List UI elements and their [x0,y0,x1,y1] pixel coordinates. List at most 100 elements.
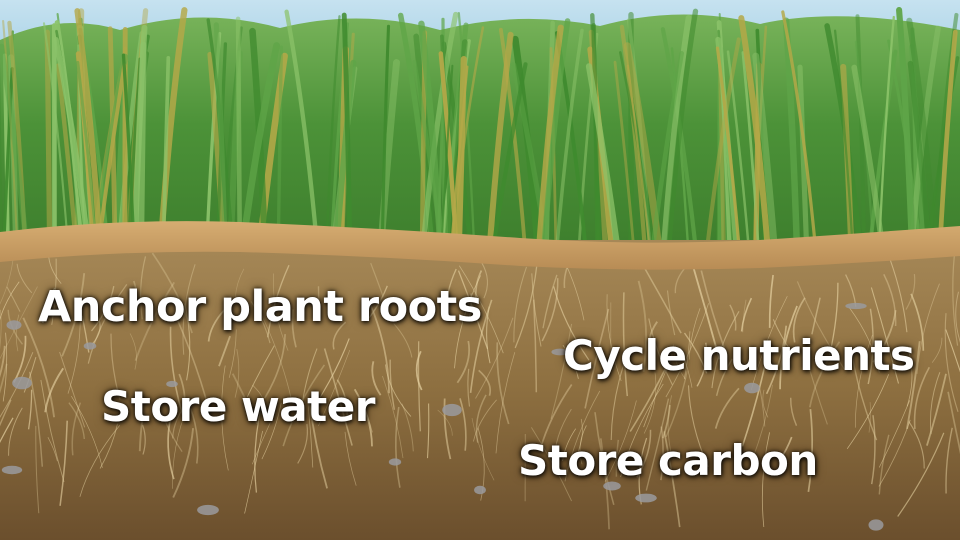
root-strand [207,309,225,342]
root-strand [562,345,579,379]
root-strand [475,270,483,302]
root-strand [47,437,58,462]
root-strand [665,303,709,398]
root-strand [878,434,890,495]
grass-blade [438,51,459,253]
root-strand [385,364,412,417]
grass-blade [455,56,467,254]
root-strand [665,370,688,438]
root-strand [139,256,147,320]
root-strand [947,391,960,455]
root-strand [604,400,637,482]
root-strand [401,403,414,452]
root-strand [641,264,682,334]
root-strand [282,364,326,447]
root-strand [711,311,740,389]
root-strand [532,299,538,393]
grass-blade [213,22,228,253]
root-strand [870,415,876,485]
pebble [744,382,760,394]
root-strand [110,333,121,400]
root-strand [811,297,821,335]
pebble [12,376,32,390]
root-strand [952,255,959,346]
grass-blade [726,50,751,252]
root-strand [151,252,193,334]
root-strand [395,406,401,488]
root-strand [323,348,353,446]
grass-blade [670,47,690,252]
root-strand [336,379,348,418]
root-strand [169,326,186,421]
root-strand [662,405,671,439]
root-strand [683,331,691,380]
root-strand [0,281,20,321]
root-strand [393,323,413,358]
grass-blade [613,60,636,252]
grass-blade [420,11,459,253]
root-strand [481,262,488,299]
root-strand [772,319,793,353]
pebble [442,403,462,417]
root-strand [742,299,747,333]
root-strand [99,423,118,469]
root-strand [184,303,191,381]
root-strand [792,297,806,343]
grass-blade [665,8,699,253]
root-strand [539,384,573,450]
root-strand [643,372,657,434]
pebble [868,519,884,531]
root-strand [486,306,491,364]
grass-blade [53,36,92,253]
soil-surface [0,221,960,270]
root-strand [332,321,347,350]
pebble [474,485,486,495]
root-strand [622,292,629,397]
root-strand [930,372,941,435]
root-strand [666,290,676,336]
root-strand [27,389,33,430]
root-strand [59,420,68,506]
grass-blade [486,31,514,253]
root-strand [696,342,708,387]
pebble [603,481,621,491]
grass-blade [937,29,958,253]
root-strand [762,389,769,418]
root-strand [368,285,388,319]
root-strand [167,414,175,480]
caption-cycle-nutrients: Cycle nutrients [563,331,915,380]
root-strand [926,373,947,446]
caption-store-carbon: Store carbon [518,436,818,485]
root-strand [244,430,263,514]
pebble [388,458,402,466]
root-strand [741,353,769,447]
root-strand [313,338,350,408]
root-strand [648,318,673,385]
root-strand [761,432,771,528]
grass-blade [0,43,30,253]
grass-blade [906,17,939,253]
root-strand [443,398,452,460]
root-strand [751,296,788,390]
grass-blade [704,37,741,253]
root-strand [426,403,430,459]
root-strand [15,314,20,352]
grass-blade [741,51,760,252]
root-strand [673,344,686,380]
root-strand [467,368,471,407]
root-strand [369,303,390,394]
root-strand [648,321,658,358]
grass-blade [341,12,353,253]
grass-blade [2,67,14,252]
root-strand [363,403,373,433]
root-strand [67,305,81,394]
root-strand [944,313,959,412]
root-strand [0,345,6,378]
root-strand [610,346,631,441]
pebble [635,493,657,503]
root-strand [513,266,527,343]
root-strand [458,265,504,354]
root-strand [163,418,183,453]
root-strand [291,309,297,348]
pebble [166,380,178,388]
